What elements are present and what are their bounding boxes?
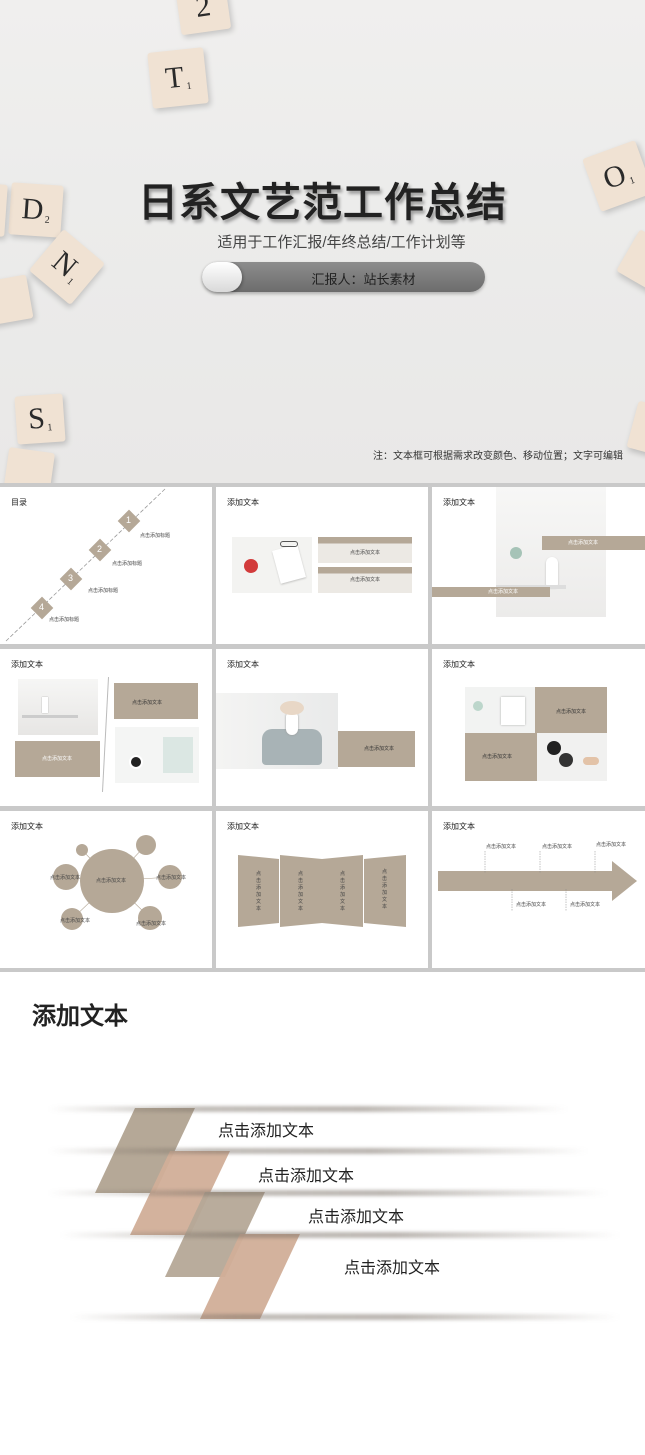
desk-photo [465, 687, 535, 733]
toc-slide: 目录 1 点击添加标题 2 点击添加标题 3 点击添加标题 4 点击添加标题 [0, 487, 212, 644]
text-card [338, 731, 415, 767]
separator-line [48, 1190, 608, 1196]
text-card [535, 687, 607, 733]
toc-diagonal-line [5, 488, 166, 642]
cover-note: 注：文本框可根据需求改变颜色、移动位置；文字可编辑 [373, 451, 623, 462]
divider-line [101, 677, 110, 792]
panel-label: 点击添加文本 [256, 871, 262, 912]
separator-line [48, 1148, 588, 1154]
text-card-label: 点击添加文本 [568, 540, 599, 546]
panel-label: 点击添加文本 [340, 871, 346, 912]
text-card-label: 点击添加文本 [488, 589, 519, 595]
slide-title: 添加文本 [227, 498, 259, 507]
featured-label: 点击添加文本 [258, 1168, 355, 1185]
slide-title: 添加文本 [227, 660, 259, 669]
featured-label: 点击添加文本 [308, 1209, 405, 1226]
reporter-bar: 汇报人：站长素材 [202, 262, 485, 292]
toc-item-label: 点击添加标题 [140, 533, 171, 539]
content-slide: 添加文本 点击添加文本 点击添加文本 [216, 487, 428, 644]
slide-title: 添加文本 [443, 498, 475, 507]
letter-tile [0, 274, 34, 326]
toc-item-number: 4 [39, 602, 45, 612]
bubble-label: 点击添加文本 [136, 921, 167, 927]
toc-title: 目录 [11, 498, 27, 507]
separator-line [48, 1106, 568, 1112]
text-card [318, 567, 412, 593]
coffee-photo [115, 727, 199, 783]
letter-tile [626, 400, 645, 458]
interior-photo [496, 487, 606, 617]
desk-photo [232, 537, 312, 593]
text-card [318, 537, 412, 563]
separator-line [60, 1232, 620, 1238]
letter-tile: 2 [174, 0, 232, 36]
letter-tile [3, 447, 55, 483]
bubble-label: 点击添加文本 [156, 875, 187, 881]
interior-photo [18, 679, 98, 735]
featured-slide-title: 添加文本 [32, 1003, 128, 1030]
featured-label: 点击添加文本 [344, 1260, 441, 1277]
content-slide: 添加文本 点击添加文本 点击添加文本 点击添加文本 点击添加文本 [216, 811, 428, 968]
toc-item-number: 1 [126, 515, 132, 525]
content-slide: 添加文本 点击添加文本 [216, 649, 428, 806]
slide-title: 添加文本 [443, 660, 475, 669]
bubble-label: 点击添加文本 [96, 878, 127, 884]
panel-label: 点击添加文本 [382, 869, 388, 910]
text-card-label: 点击添加文本 [132, 700, 163, 706]
timeline-label: 点击添加文本 [596, 842, 627, 848]
toc-item-label: 点击添加标题 [49, 617, 80, 623]
slide-title: 添加文本 [11, 660, 43, 669]
content-slide: 添加文本 点击添加文本 点击添加文本 [0, 649, 212, 806]
content-slide: 添加文本 点击添加文本 点击添加文本 [432, 649, 645, 806]
featured-slide: 添加文本 点击添加文本 点击添加文本 点击添加文本 点击添加文本 [0, 972, 645, 1455]
timeline-label: 点击添加文本 [542, 844, 573, 850]
text-card-label: 点击添加文本 [42, 756, 73, 762]
cover-subtitle: 适用于工作汇报/年终总结/工作计划等 [217, 234, 466, 251]
bubble-label: 点击添加文本 [60, 918, 91, 924]
text-card [432, 587, 550, 597]
separator-line [70, 1314, 620, 1320]
slide-title: 添加文本 [443, 822, 475, 831]
text-card-label: 点击添加文本 [364, 746, 395, 752]
cover-title: 日系文艺范工作总结 [138, 181, 507, 225]
text-card-label: 点击添加文本 [350, 577, 381, 583]
content-slide: 添加文本 点击添加文本 点击添加文本 点击添加文本 点击添加文本 点击添加文本 [0, 811, 212, 968]
text-card-label: 点击添加文本 [350, 550, 381, 556]
folded-panels [238, 855, 406, 927]
coffee-photo [537, 733, 607, 781]
timeline-label: 点击添加文本 [516, 902, 547, 908]
panel-label: 点击添加文本 [298, 871, 304, 912]
bubble-diagram [53, 835, 182, 930]
timeline-label: 点击添加文本 [570, 902, 601, 908]
text-card-label: 点击添加文本 [482, 754, 513, 760]
timeline-arrow [438, 851, 637, 911]
text-card [15, 741, 100, 777]
slide-title: 添加文本 [11, 822, 43, 831]
content-slide: 添加文本 点击添加文本 点击添加文本 [432, 487, 645, 644]
reporter-knob [202, 262, 242, 292]
featured-label: 点击添加文本 [218, 1123, 315, 1140]
text-card [114, 683, 198, 719]
toc-item-label: 点击添加标题 [112, 561, 143, 567]
toc-item-label: 点击添加标题 [88, 588, 119, 594]
reporter-text: 汇报人：站长素材 [311, 272, 416, 287]
slide-title: 添加文本 [227, 822, 259, 831]
timeline-label: 点击添加文本 [486, 844, 517, 850]
bubble-label: 点击添加文本 [50, 875, 81, 881]
text-card [542, 536, 645, 550]
armchair-photo [216, 693, 338, 769]
text-card-label: 点击添加文本 [556, 709, 587, 715]
toc-item-number: 3 [68, 573, 74, 583]
text-card [465, 733, 537, 781]
content-slide: 添加文本 点击添加文本 点击添加文本 点击添加文本 点击添加文本 点击添加文本 [432, 811, 645, 968]
toc-item-number: 2 [97, 544, 103, 554]
